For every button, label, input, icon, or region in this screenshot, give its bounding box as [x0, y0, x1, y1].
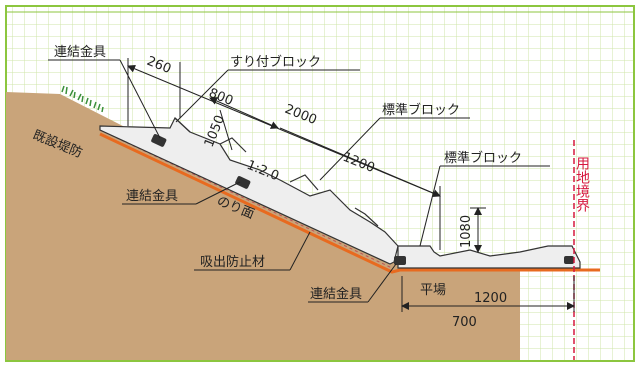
grass-icon — [61, 85, 104, 113]
flat-dimension-lines — [401, 207, 575, 312]
label-suction-material: 吸出防止材 — [200, 254, 265, 270]
label-connector-bottom: 連結金具 — [310, 286, 362, 302]
leader-lines — [48, 59, 550, 303]
label-boundary: 用地境界 — [574, 156, 590, 213]
label-flat-area: 平場 — [420, 283, 446, 298]
connector-hardware-end — [564, 256, 574, 264]
dim-700: 700 — [452, 315, 477, 330]
flat-standard-block — [397, 245, 581, 269]
label-standard-block-flat: 標準ブロック — [444, 150, 522, 166]
label-connector-top: 連結金具 — [54, 44, 106, 60]
dim-1200-flat: 1200 — [474, 291, 507, 306]
label-standard-block-slope: 標準ブロック — [382, 102, 460, 118]
suction-prevention-mat — [99, 132, 600, 274]
dim-1080: 1080 — [459, 215, 474, 248]
label-connector-mid: 連結金具 — [126, 188, 178, 204]
label-suritsuke-block: すり付ブロック — [230, 54, 321, 70]
slope-dimension-lines — [127, 58, 441, 250]
connector-hardware-bottom — [394, 256, 406, 265]
